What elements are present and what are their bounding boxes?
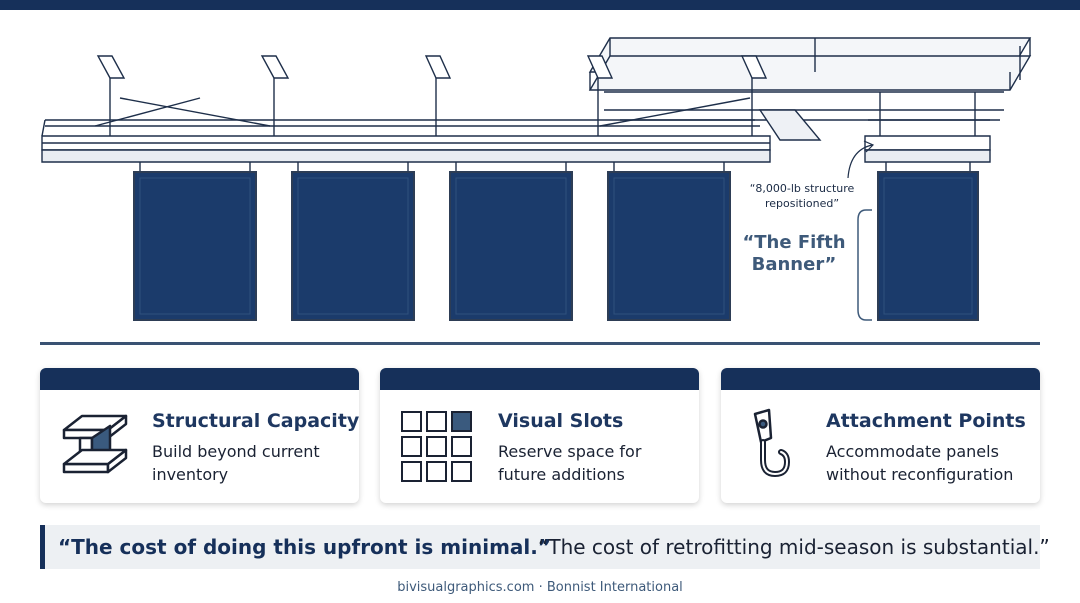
quote-upfront: “The cost of doing this upfront is minim…: [58, 535, 551, 559]
banners: [133, 171, 979, 321]
structure-note: “8,000-lb structure repositioned”: [749, 182, 855, 210]
card-header-bar: [40, 368, 359, 390]
card-title: Structural Capacity: [152, 410, 359, 432]
quote-accent: [40, 525, 45, 569]
section-divider: [40, 342, 1040, 345]
card-title: Attachment Points: [826, 410, 1026, 432]
steel-i-beam-icon: [62, 414, 128, 474]
main-truss: [41, 97, 771, 163]
banner-3: [449, 171, 573, 321]
grid-slots-icon: [401, 411, 472, 482]
fifth-banner-label: “The Fifth Banner”: [742, 232, 846, 275]
card-attachment-points: Attachment Points Accommodate panels wit…: [721, 368, 1040, 503]
upper-truss: [588, 37, 1032, 141]
card-header-bar: [380, 368, 699, 390]
right-truss: [864, 92, 991, 163]
banner-4: [607, 171, 731, 321]
hoists: [96, 55, 768, 136]
quote-retrofitting: “The cost of retrofitting mid-season is …: [538, 535, 1050, 559]
truss-illustration: [41, 37, 1032, 321]
hook-icon: [753, 408, 790, 477]
top-bar: [0, 0, 1080, 10]
fifth-banner-bracket: [857, 209, 872, 321]
footer-credit: bivisualgraphics.com · Bonnist Internati…: [397, 580, 683, 595]
banner-5: [877, 171, 979, 321]
card-visual-slots: Visual Slots Reserve space for future ad…: [380, 368, 699, 503]
card-structural-capacity: Structural Capacity Build beyond current…: [40, 368, 359, 503]
card-title: Visual Slots: [498, 410, 624, 432]
annotation-arrow: [847, 140, 875, 179]
card-description: Reserve space for future additions: [498, 442, 642, 484]
quote-bar: “The cost of doing this upfront is minim…: [40, 525, 1050, 569]
card-description: Accommodate panels without reconfigurati…: [826, 442, 1014, 484]
banner-2: [291, 171, 415, 321]
card-header-bar: [721, 368, 1040, 390]
card-description: Build beyond current inventory: [152, 442, 320, 484]
banner-1: [133, 171, 257, 321]
